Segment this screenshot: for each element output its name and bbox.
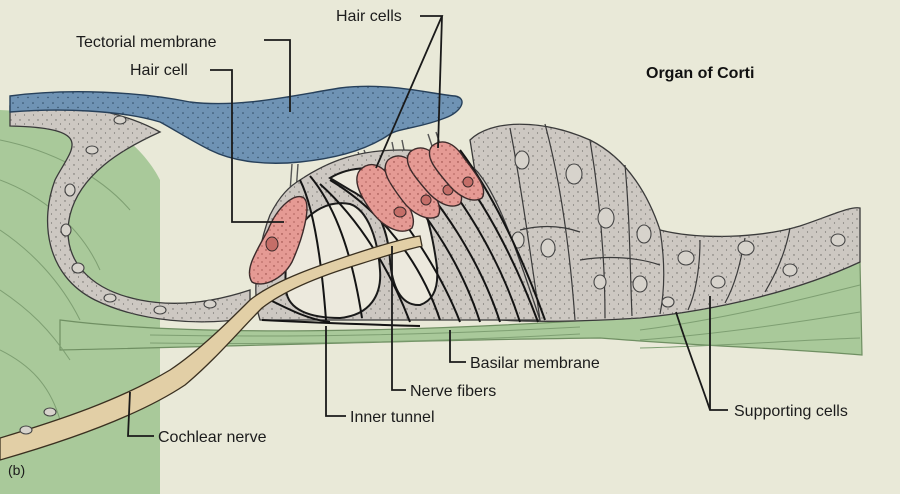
figure-title: Organ of Corti <box>646 65 754 82</box>
inner-sulcus-cells <box>9 103 251 323</box>
label-cochlear-nerve: Cochlear nerve <box>158 429 267 446</box>
label-basilar-membrane: Basilar membrane <box>470 355 600 372</box>
cochlear-nerve-shape <box>0 235 423 461</box>
label-inner-tunnel: Inner tunnel <box>350 409 435 426</box>
panel-letter: (b) <box>8 462 25 478</box>
label-tectorial-membrane: Tectorial membrane <box>76 34 217 51</box>
label-hair-cells: Hair cells <box>336 8 402 25</box>
label-supporting-cells: Supporting cells <box>734 403 848 420</box>
tectorial-membrane-shape <box>9 85 463 164</box>
supporting-cells-shape <box>469 123 861 322</box>
leader-lines <box>127 15 728 437</box>
hair-cells-shape <box>248 141 485 285</box>
label-nerve-fibers: Nerve fibers <box>410 383 496 400</box>
label-hair-cell: Hair cell <box>130 62 188 79</box>
